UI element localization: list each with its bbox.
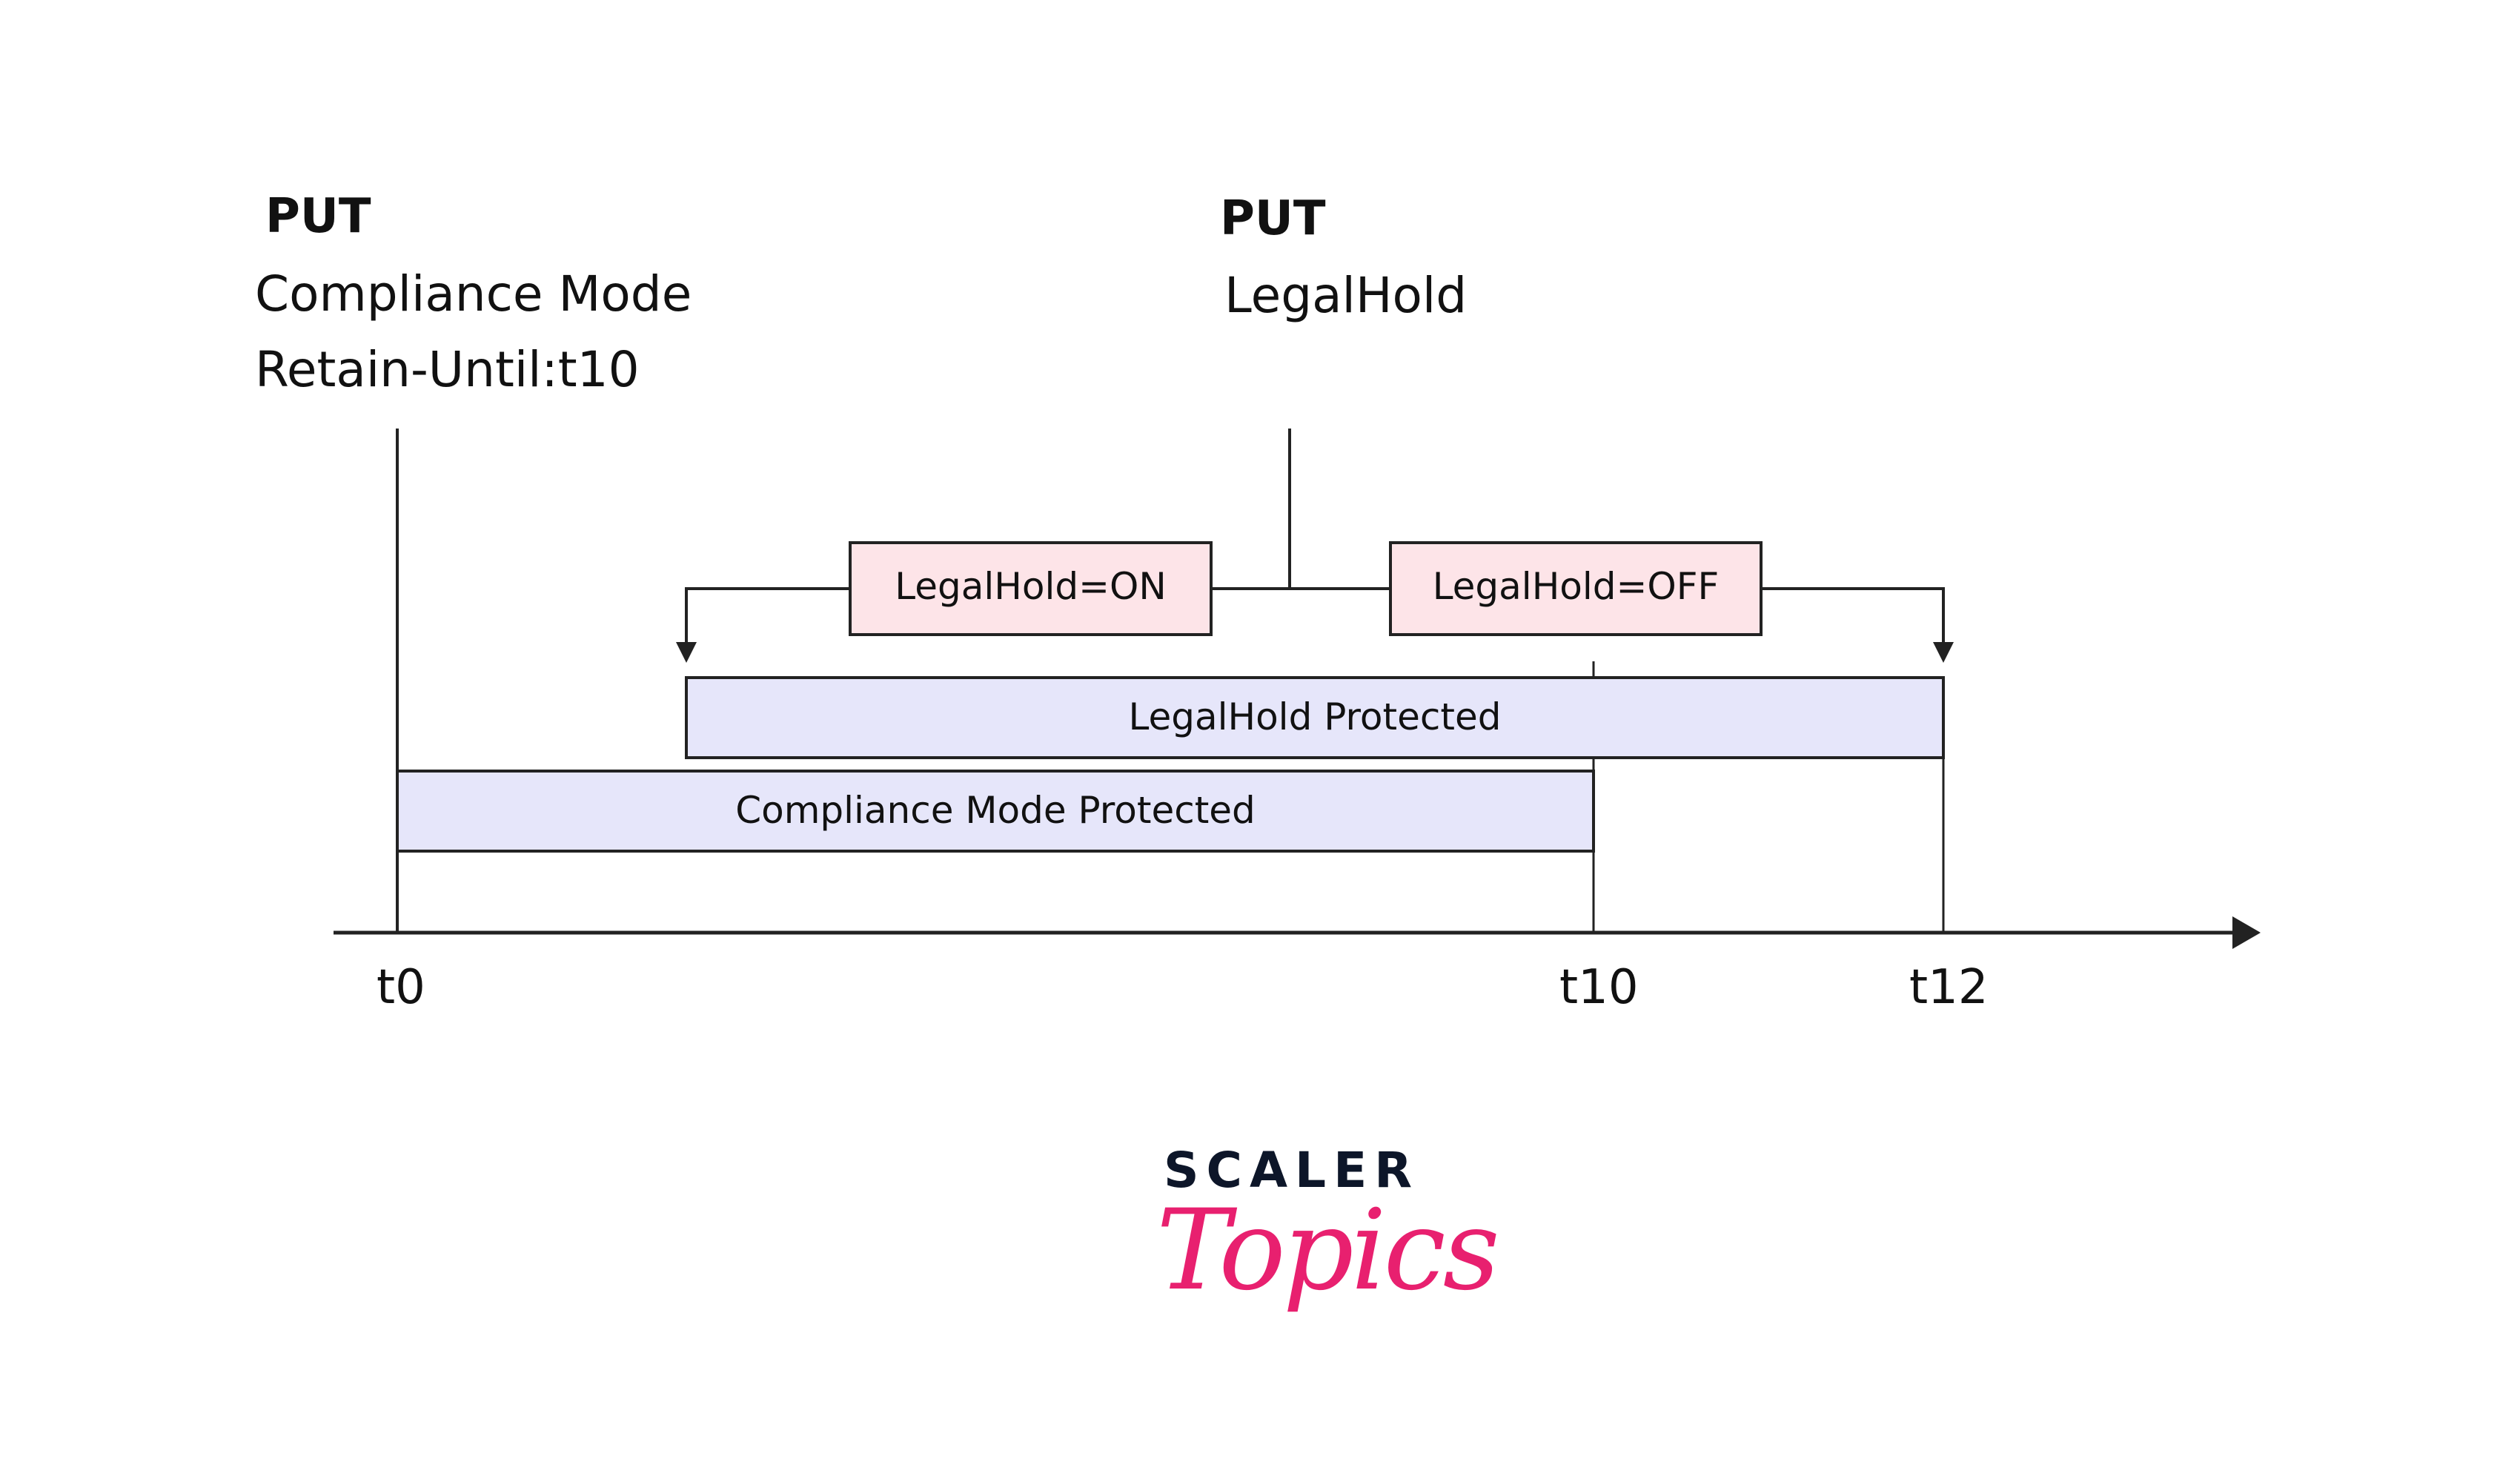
off-arrowhead (1933, 642, 1954, 663)
event-2-legalhold: LegalHold (1224, 267, 1468, 324)
event-2-method: PUT (1220, 191, 1326, 246)
legalhold-off-label: LegalHold=OFF (1432, 565, 1720, 608)
logo-scaler-text: SCALER (1164, 1142, 1420, 1199)
time-axis-arrowhead (2232, 916, 2261, 949)
legalhold-protected-label: LegalHold Protected (1128, 695, 1502, 738)
tick-label-t0: t0 (377, 960, 425, 1015)
tick-label-t10: t10 (1559, 960, 1639, 1015)
event-1-retain: Retain-Until:t10 (255, 341, 640, 398)
event-1-method: PUT (265, 189, 371, 244)
legalhold-on-box (849, 541, 1213, 636)
compliance-protected-label: Compliance Mode Protected (735, 789, 1256, 832)
legalhold-off-box (1389, 541, 1763, 636)
on-connector (685, 587, 849, 644)
legalhold-on-label: LegalHold=ON (895, 565, 1167, 608)
on-arrowhead (676, 642, 697, 663)
off-connector (1761, 587, 1945, 644)
legalhold-protected-bar (685, 676, 1945, 759)
tick-label-t12: t12 (1909, 960, 1989, 1015)
logo-topics-text: Topics (1156, 1186, 1500, 1315)
event-1-mode: Compliance Mode (255, 265, 692, 322)
